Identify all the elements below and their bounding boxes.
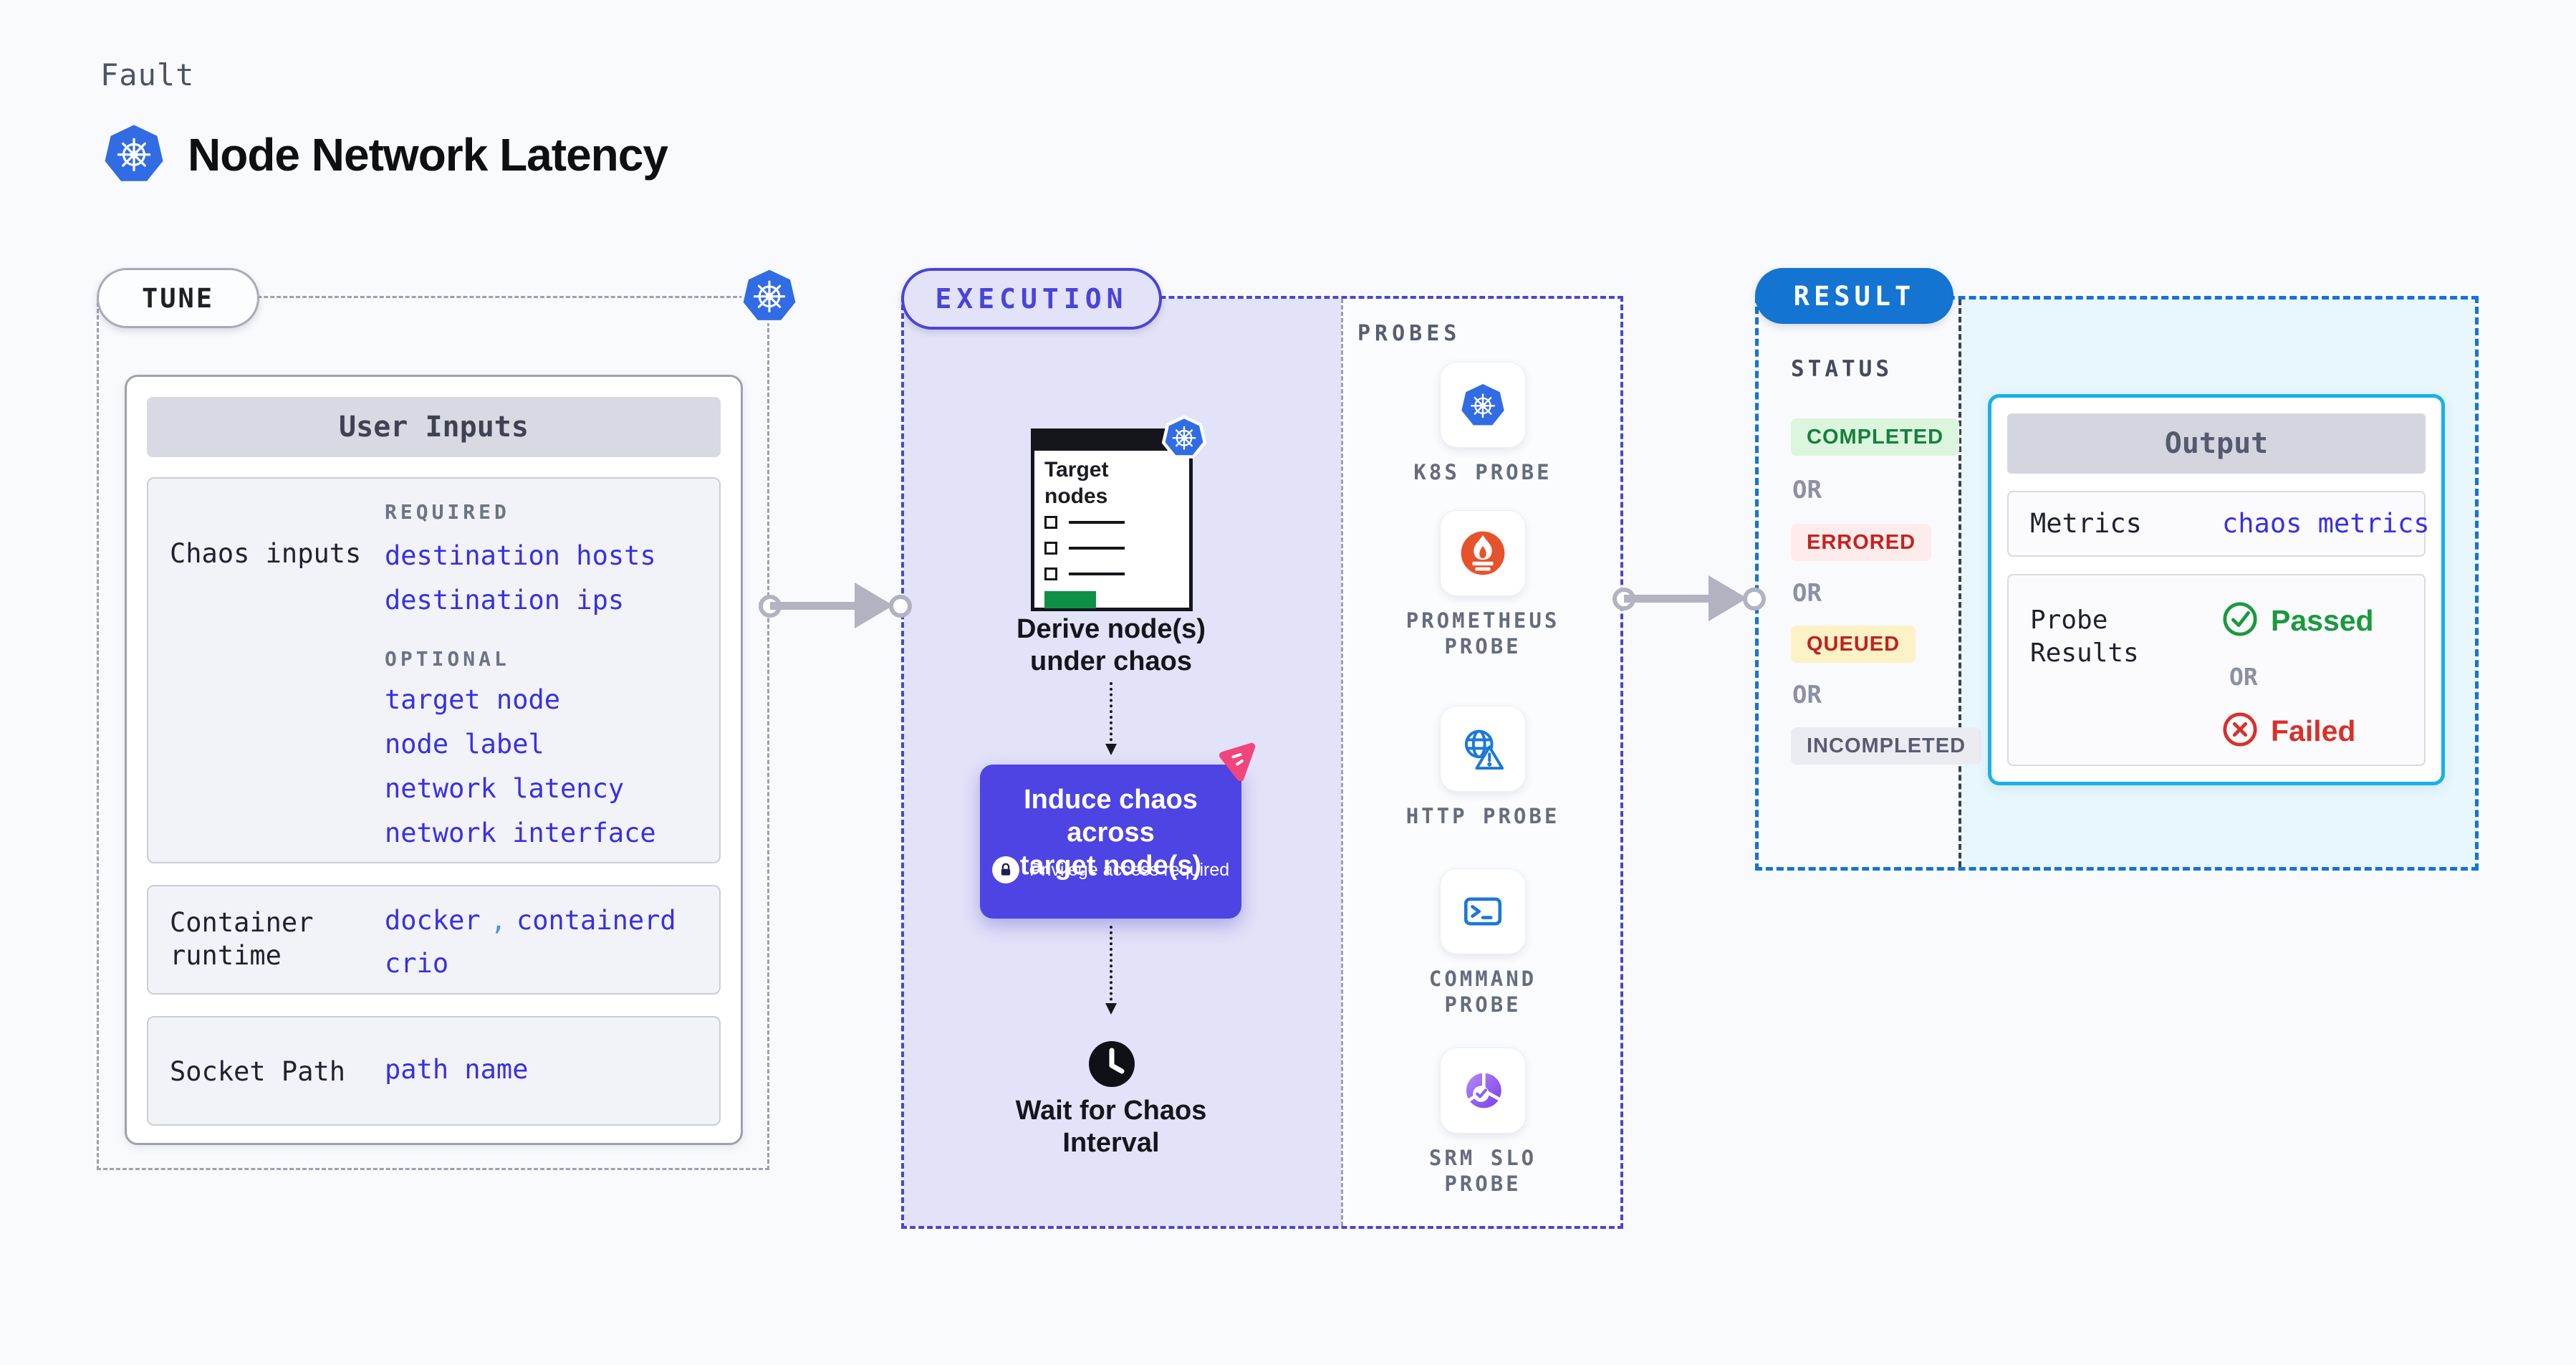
command-terminal-icon [1440,868,1526,954]
param-link[interactable]: node label [385,729,544,760]
x-circle-icon [2222,712,2258,751]
output-title: Output [2007,413,2426,474]
or-separator: OR [1792,579,1822,608]
dotted-arrow-down [1105,926,1117,1015]
privilege-note-row: Privilege access required [980,856,1241,883]
probe-item-k8s: K8S PROBE [1390,362,1576,485]
kubernetes-icon [1440,362,1526,448]
tune-section-box [97,296,769,1170]
optional-heading: OPTIONAL [385,647,510,671]
lock-icon [991,856,1019,883]
privilege-note: Privilege access required [1029,859,1230,880]
or-separator: OR [1792,476,1822,504]
user-inputs-card: User Inputs Chaos inputs REQUIRED destin… [125,375,743,1145]
page-title-row: Node Network Latency [102,122,668,188]
container-runtime-values: docker, containerd crio [385,899,714,985]
arrowhead [855,583,893,628]
chaos-inputs-row: Chaos inputs REQUIRED destination hosts … [147,477,721,863]
target-window-title-line2: nodes [1044,484,1108,508]
param-link[interactable]: network interface [385,818,656,848]
status-badge-incompleted: INCOMPLETED [1791,727,1982,765]
param-link[interactable]: network latency [385,773,625,804]
failed-result: Failed [2222,712,2355,751]
execution-to-result-arrow [1613,575,1766,621]
socket-path-row: Socket Path path name [147,1016,721,1126]
dotted-arrow-down [1105,682,1117,755]
result-badge: RESULT [1755,268,1953,324]
green-button[interactable] [1044,591,1096,608]
tune-to-execution-arrow [759,583,912,628]
status-heading: STATUS [1791,356,1893,382]
kubernetes-icon [739,264,800,330]
status-badge-errored: ERRORED [1791,524,1932,561]
checkbox-icon[interactable] [1044,516,1057,529]
connector-dot [1743,588,1766,610]
probe-results-label: Probe Results [2030,605,2139,668]
induce-caption-line2: target node(s) [1019,851,1202,881]
induce-chaos-box: Induce chaos across target node(s) Privi… [980,765,1241,919]
user-inputs-title: User Inputs [147,397,721,457]
fault-eyebrow: Fault [100,57,195,92]
container-runtime-label: Container runtime [170,907,314,971]
metrics-row: Metrics chaos metrics [2007,491,2430,557]
probe-results-row: Probe Results Passed OR Failed [2007,574,2426,766]
chaos-inputs-values: REQUIRED destination hosts destination i… [385,500,714,856]
connector-dot [889,595,912,618]
node-checkbox-row [1044,535,1179,561]
node-checkbox-row [1044,561,1179,587]
http-globe-icon [1440,706,1526,792]
status-badge-completed: COMPLETED [1791,418,1960,456]
chaos-spark-icon [1216,741,1256,785]
check-circle-icon [2222,601,2258,641]
passed-result: Passed [2222,601,2374,641]
induce-caption-line1: Induce chaos across [1024,785,1198,848]
arrowhead [1708,575,1747,621]
failed-label: Failed [2271,714,2356,747]
status-badge-queued: QUEUED [1791,626,1916,663]
chaos-metrics-link[interactable]: chaos metrics [2222,508,2430,539]
chaos-inputs-label: Chaos inputs [170,538,362,569]
socket-path-link[interactable]: path name [385,1054,529,1085]
checkbox-icon[interactable] [1044,567,1057,580]
page-title: Node Network Latency [188,129,668,181]
probe-item-http: HTTP PROBE [1390,706,1576,829]
probes-heading: PROBES [1357,321,1461,346]
runtime-link[interactable]: containerd [516,905,676,936]
output-card: Output Metrics chaos metrics Probe Resul… [1988,394,2445,785]
container-runtime-row: Container runtime docker, containerd crio [147,885,721,995]
execution-badge: EXECUTION [901,268,1162,330]
prometheus-icon [1440,510,1526,596]
runtime-link[interactable]: docker [385,905,481,936]
node-checkbox-row [1044,509,1179,535]
metrics-label: Metrics [2030,508,2142,539]
derive-nodes-caption: Derive node(s) under chaos [1017,614,1206,676]
or-separator: OR [2229,663,2258,691]
target-window-title-line1: Target [1044,458,1109,482]
checkbox-icon[interactable] [1044,542,1057,555]
socket-path-label: Socket Path [170,1056,346,1087]
or-separator: OR [1792,681,1822,709]
required-heading: REQUIRED [385,500,510,524]
comma-separator: , [490,905,506,936]
param-link[interactable]: destination ips [385,585,625,616]
param-link[interactable]: destination hosts [385,540,656,571]
target-nodes-window: Target nodes [1031,428,1193,611]
srm-slo-icon [1440,1048,1526,1134]
runtime-link[interactable]: crio [385,948,449,979]
clock-icon [1087,1040,1136,1092]
tune-badge: TUNE [97,268,259,328]
wait-interval-caption: Wait for Chaos Interval [1015,1096,1207,1158]
param-link[interactable]: target node [385,684,561,715]
kubernetes-icon [1161,414,1207,464]
kubernetes-icon [102,121,166,189]
passed-label: Passed [2271,604,2374,637]
